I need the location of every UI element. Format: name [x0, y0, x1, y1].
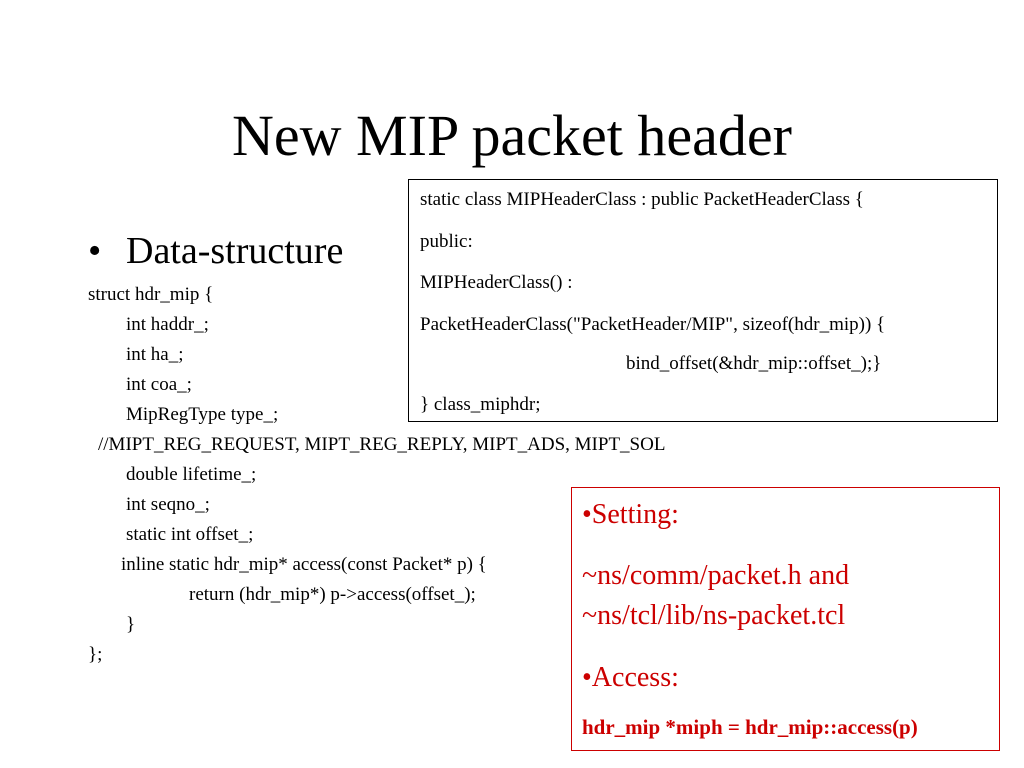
- code-line: struct hdr_mip {: [88, 284, 214, 305]
- bullet-text: Data-structure: [126, 230, 344, 272]
- code-line: double lifetime_;: [126, 464, 257, 485]
- code-line: static int offset_;: [126, 524, 254, 545]
- access-heading: •Access:: [582, 662, 679, 693]
- code-line: MipRegType type_;: [126, 404, 279, 425]
- setting-path-2: ~ns/tcl/lib/ns-packet.tcl: [582, 600, 846, 631]
- code-line: int haddr_;: [126, 314, 209, 335]
- setting-heading: •Setting:: [582, 499, 679, 530]
- class-definition-box: static class MIPHeaderClass : public Pac…: [408, 179, 998, 422]
- class-line: static class MIPHeaderClass : public Pac…: [420, 189, 864, 210]
- access-code: hdr_mip *miph = hdr_mip::access(p): [582, 715, 918, 739]
- class-line: } class_miphdr;: [420, 394, 541, 415]
- setting-path-1: ~ns/comm/packet.h and: [582, 560, 850, 591]
- class-line: MIPHeaderClass() :: [420, 272, 573, 293]
- slide-title: New MIP packet header: [232, 103, 792, 168]
- code-line: int ha_;: [126, 344, 184, 365]
- class-line: bind_offset(&hdr_mip::offset_);}: [626, 353, 882, 374]
- code-line: }: [126, 614, 136, 635]
- code-line: inline static hdr_mip* access(const Pack…: [121, 554, 487, 575]
- code-line: int seqno_;: [126, 494, 210, 515]
- class-line: PacketHeaderClass("PacketHeader/MIP", si…: [420, 314, 886, 335]
- bullet-data-structure: • Data-structure: [88, 226, 343, 276]
- code-line: };: [88, 644, 103, 665]
- bullet-dot: •: [88, 230, 102, 272]
- class-line: public:: [420, 231, 473, 252]
- notes-box: •Setting: ~ns/comm/packet.h and ~ns/tcl/…: [571, 487, 1000, 751]
- code-line: return (hdr_mip*) p->access(offset_);: [189, 584, 476, 605]
- code-line: //MIPT_REG_REQUEST, MIPT_REG_REPLY, MIPT…: [98, 434, 666, 455]
- code-line: int coa_;: [126, 374, 192, 395]
